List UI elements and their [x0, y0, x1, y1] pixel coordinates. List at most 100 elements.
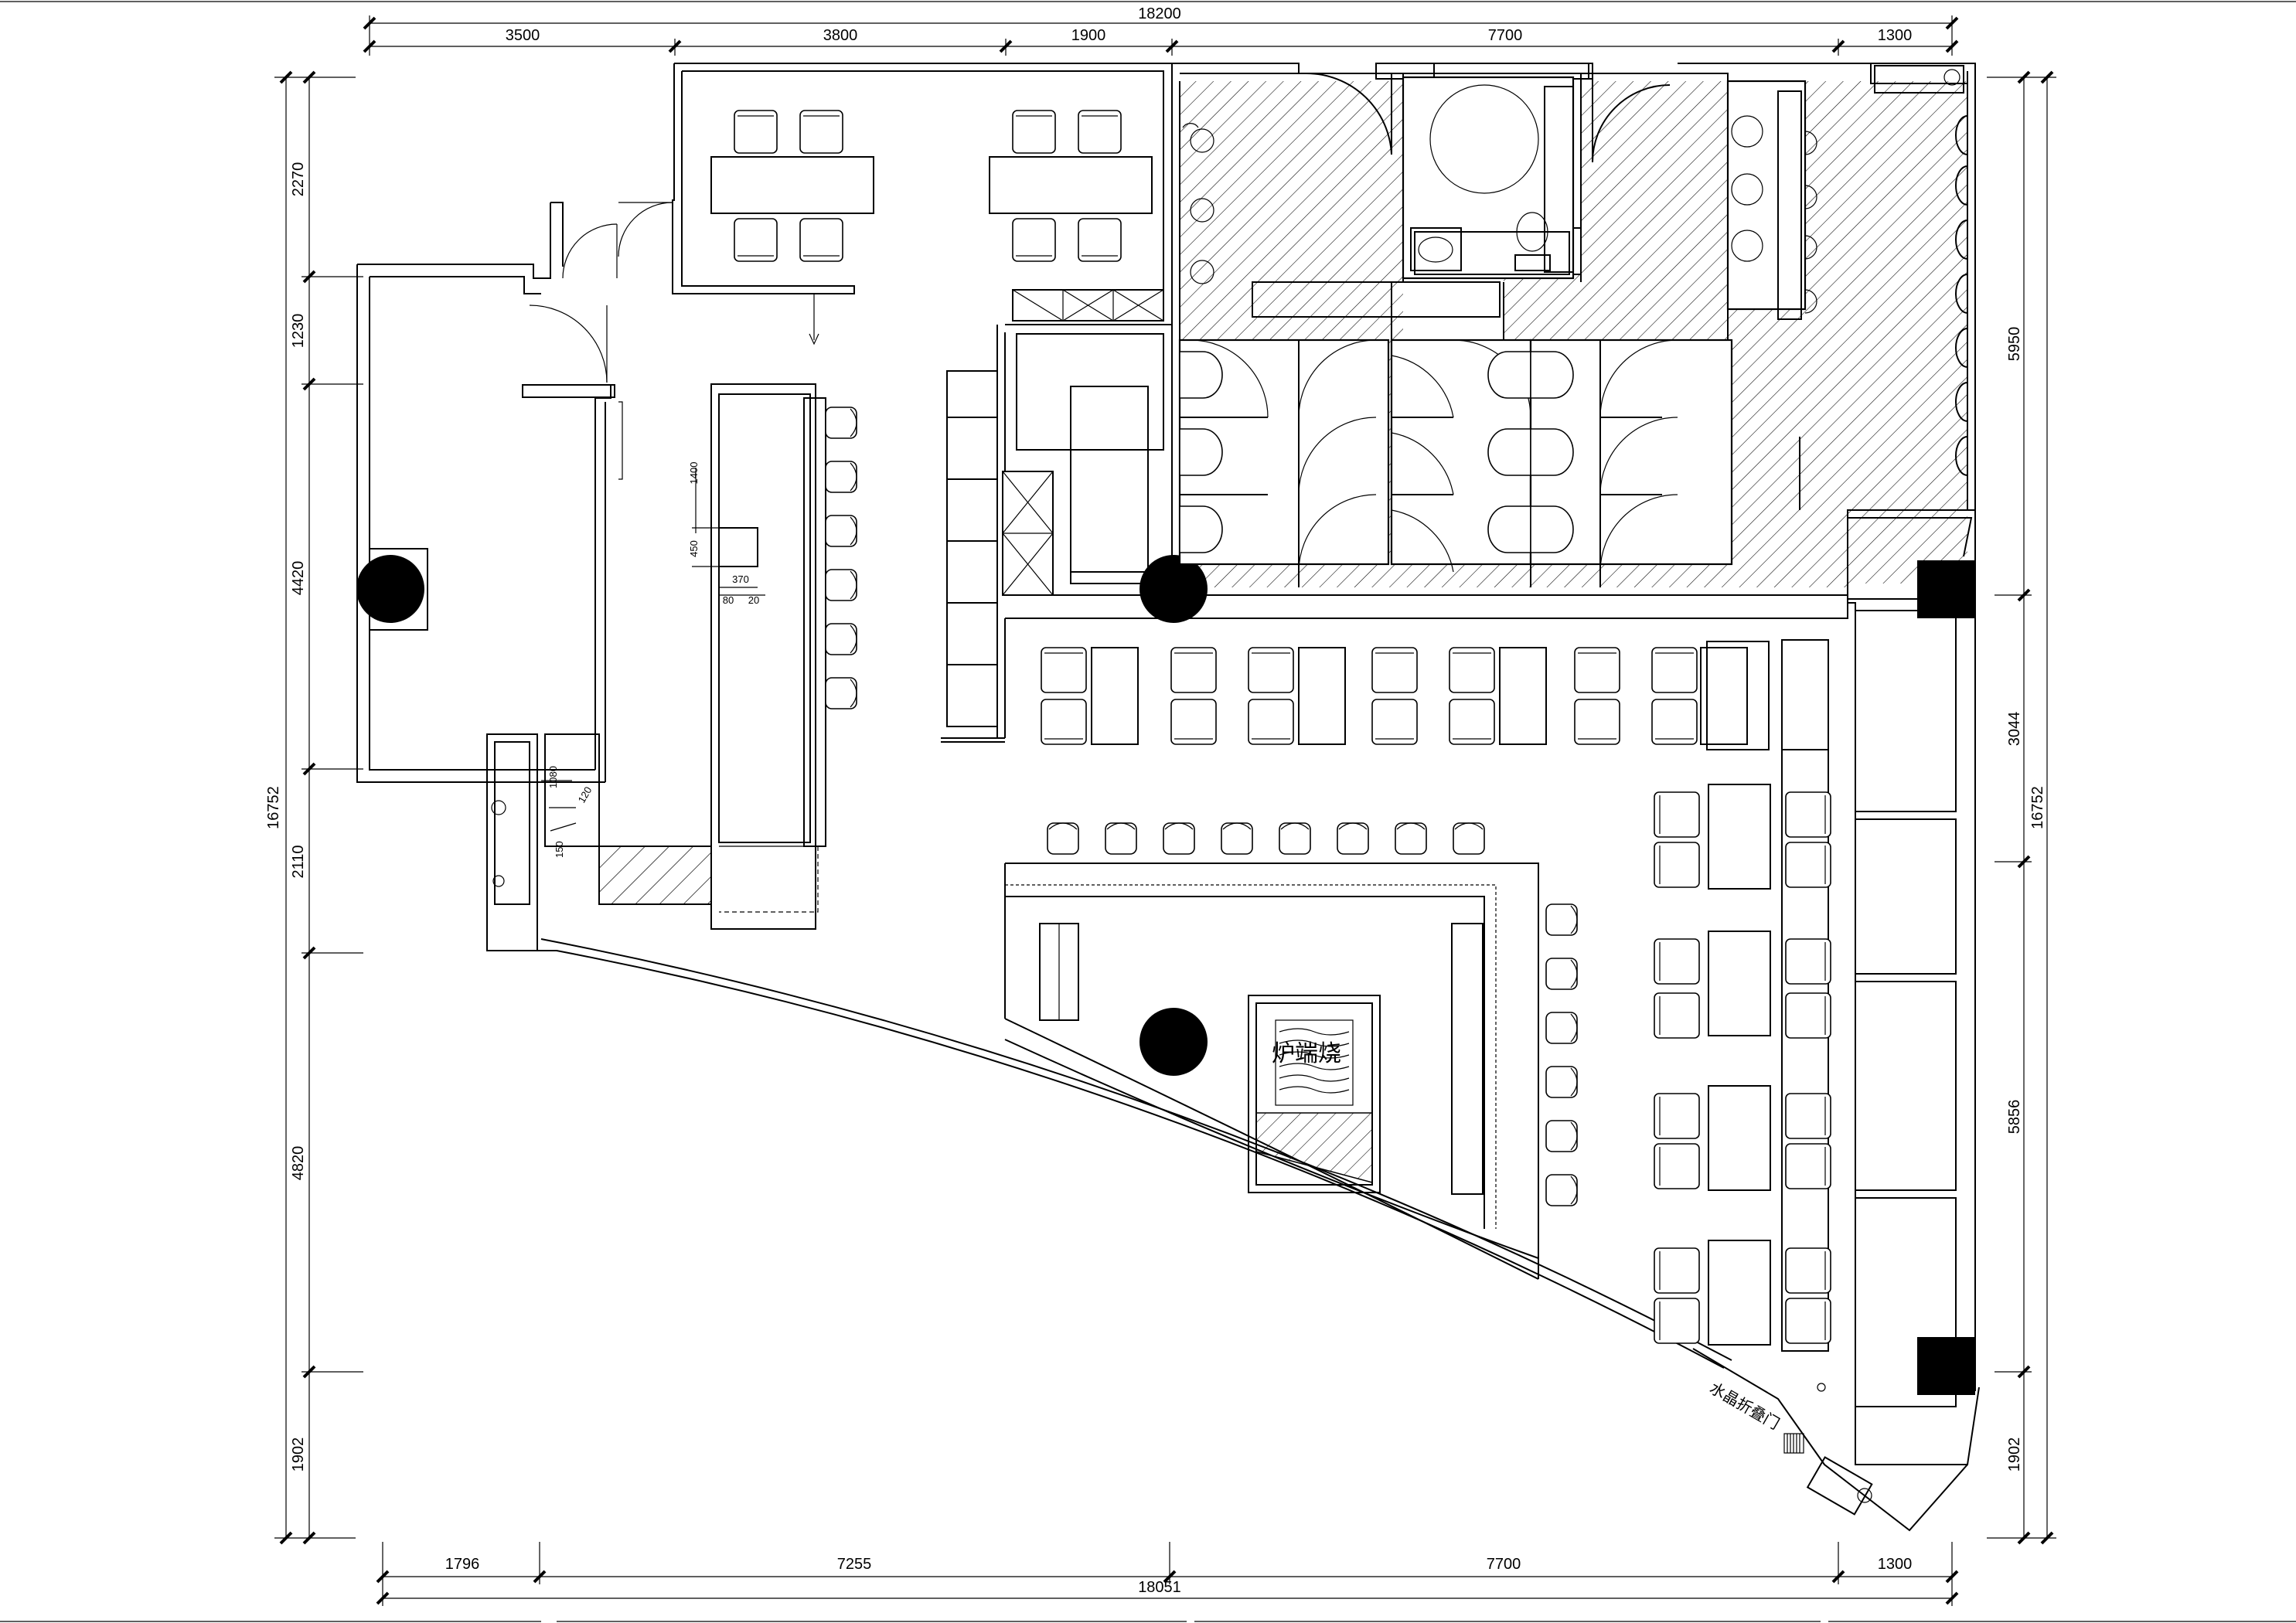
chair-seat	[1651, 647, 1698, 693]
chair	[1041, 647, 1087, 693]
stool-back	[1338, 822, 1368, 830]
dining-table	[710, 156, 874, 214]
dim-bottom-seg: 7700	[1487, 1556, 1521, 1573]
structural-column	[1917, 1337, 1975, 1395]
dining-table	[1708, 1240, 1771, 1346]
stool-seat	[1395, 822, 1427, 855]
stool-seat	[1545, 1174, 1578, 1206]
chair	[1574, 647, 1620, 693]
right-booths: 水晶折叠门	[1692, 509, 1980, 1532]
chair	[1654, 842, 1700, 888]
chair-seat	[1785, 842, 1831, 888]
chair	[1785, 992, 1831, 1039]
bar-stool	[1545, 1174, 1578, 1206]
counter-dim-text: 450	[688, 540, 700, 557]
chair	[1449, 647, 1495, 693]
chair	[1785, 1093, 1831, 1139]
counter-dim-text: 1080	[547, 766, 559, 788]
stool-back	[850, 679, 857, 708]
bar-stool	[1395, 822, 1427, 855]
stool-back	[1164, 822, 1194, 830]
bar-stool	[825, 407, 857, 439]
stool-back	[1570, 1121, 1578, 1151]
chair	[1785, 1143, 1831, 1189]
stool-back	[1570, 1013, 1578, 1043]
bar-stool	[1279, 822, 1311, 855]
dining-table	[1298, 647, 1346, 745]
left-dimension-chain: 16752 2270 1230 4420 2110 4820 1902	[265, 70, 363, 1545]
stool-seat	[1545, 903, 1578, 936]
chair	[1654, 1093, 1700, 1139]
dim-left-seg: 2110	[290, 845, 307, 878]
bar-stool	[825, 515, 857, 547]
dining-table	[1091, 647, 1139, 745]
chair	[1654, 1247, 1700, 1294]
stool-seat	[1163, 822, 1195, 855]
chair	[1012, 110, 1056, 154]
left-kitchen-room	[356, 202, 623, 783]
dining-table	[1706, 641, 1770, 750]
chair-seat	[1785, 992, 1831, 1039]
stool-back	[1570, 1067, 1578, 1097]
dim-right-total: 16752	[2029, 786, 2046, 829]
robata-island: 炉端烧	[1004, 863, 1539, 1280]
stool-back	[1048, 822, 1078, 830]
chair-seat	[1654, 992, 1700, 1039]
chair-seat	[1654, 1143, 1700, 1189]
bar-stool	[1163, 822, 1195, 855]
chair-seat	[1078, 218, 1122, 262]
bar-stool	[1221, 822, 1253, 855]
dim-right-seg: 5856	[2006, 1100, 2023, 1135]
chair-seat	[1654, 791, 1700, 838]
stool-back	[1396, 822, 1426, 830]
chair-seat	[734, 218, 778, 262]
bar-stool	[1545, 1012, 1578, 1044]
stool-seat	[1545, 1120, 1578, 1152]
chair-seat	[1170, 647, 1217, 693]
bar-stool	[1047, 822, 1079, 855]
structural-column	[1917, 560, 1975, 618]
stool-seat	[825, 569, 857, 601]
dim-right-seg: 1902	[2006, 1438, 2023, 1472]
dim-bottom-seg: 1300	[1878, 1556, 1913, 1573]
chair	[1078, 218, 1122, 262]
stool-back	[1454, 822, 1484, 830]
dim-right-seg: 3044	[2006, 712, 2023, 747]
dining-table	[1499, 647, 1547, 745]
bar-stool	[825, 461, 857, 493]
counter-dim-text: 120	[576, 784, 594, 805]
chair-seat	[1574, 647, 1620, 693]
stool-back	[850, 462, 857, 492]
stool-seat	[1047, 822, 1079, 855]
chair	[1170, 647, 1217, 693]
chair-seat	[1785, 1143, 1831, 1189]
chair	[1371, 647, 1418, 693]
chair-seat	[1785, 1093, 1831, 1139]
chair	[1248, 699, 1294, 745]
bottom-dimension-chain: 1796 7255 7700 1300 18051	[376, 1542, 1959, 1606]
chair	[734, 110, 778, 154]
bar-stool	[1337, 822, 1369, 855]
stool-back	[1570, 905, 1578, 934]
bar-stool	[1105, 822, 1137, 855]
chair	[1248, 647, 1294, 693]
chair	[799, 218, 843, 262]
chair	[1651, 647, 1698, 693]
chair-seat	[799, 218, 843, 262]
chair-seat	[1654, 1093, 1700, 1139]
stool-seat	[1545, 1066, 1578, 1098]
stool-back	[850, 516, 857, 546]
chair-group	[734, 110, 1831, 1344]
chair-seat	[1654, 938, 1700, 985]
restroom-block	[1171, 63, 1976, 595]
chair	[1654, 938, 1700, 985]
chair	[1574, 699, 1620, 745]
chair	[1785, 938, 1831, 985]
stool-seat	[1453, 822, 1485, 855]
counter-dim-text: 20	[748, 594, 759, 606]
chair-seat	[1041, 647, 1087, 693]
chair	[1654, 791, 1700, 838]
counter-dim-text: 370	[732, 573, 749, 585]
chair-seat	[1012, 218, 1056, 262]
dim-top-seg: 7700	[1488, 27, 1523, 44]
